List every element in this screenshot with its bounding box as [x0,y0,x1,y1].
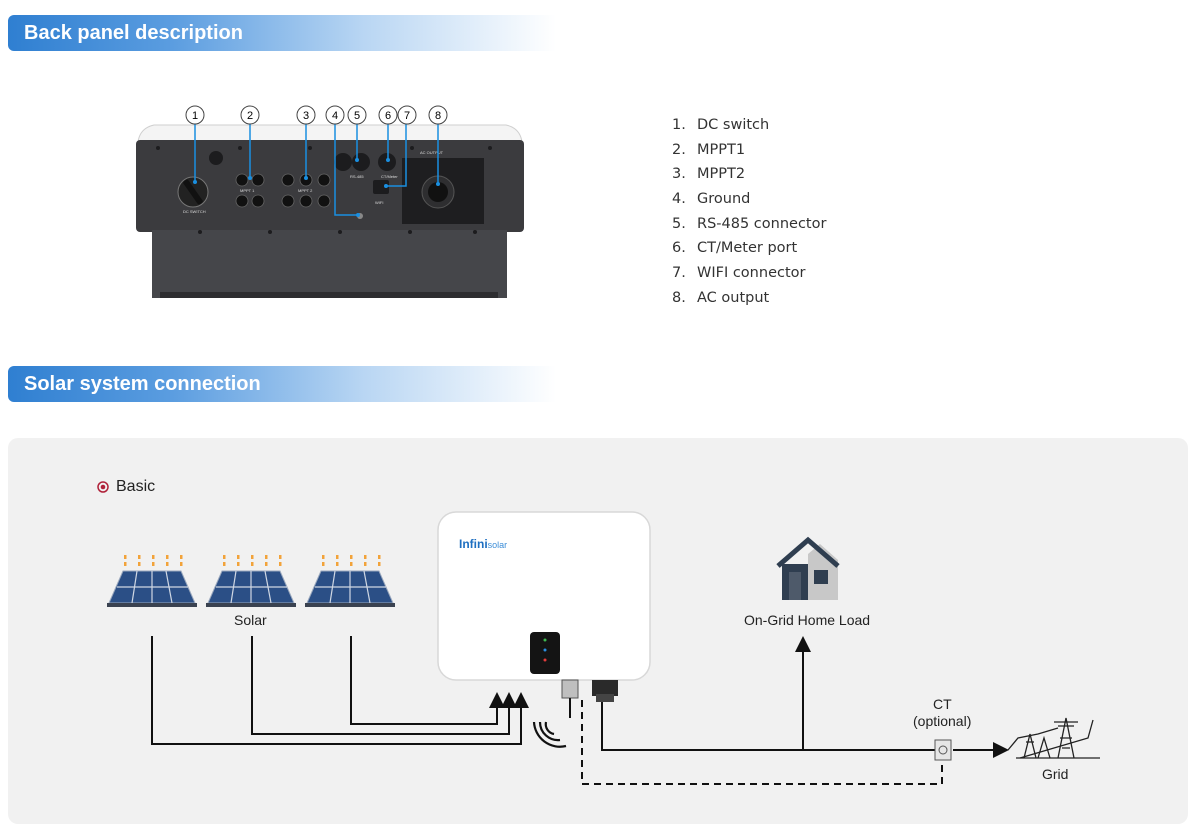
callout-1: 1 [192,110,198,122]
house-icon [776,536,840,600]
callout-6: 6 [385,110,391,122]
legend-item: 5.RS-485 connector [672,215,827,232]
legend-item: 1.DC switch [672,117,770,133]
dc-lines [151,636,529,745]
callout-7: 7 [404,110,410,122]
ct-sensor-icon [934,739,952,761]
panel-label-dc: DC SWITCH [183,209,206,214]
solar-panel-1 [106,555,198,608]
panel-label-ac: AC OUTPUT [420,150,444,155]
wifi-icon [532,721,567,748]
section-header-solar-connection: Solar system connection [8,366,556,402]
callout-5: 5 [354,110,360,122]
connection-diagram: Infinisolar [97,481,1100,785]
panel-label-mppt2: MPPT 2 [298,188,313,193]
ct-optional-label: (optional) [913,713,972,729]
back-panel-legend: 1.DC switch 2.MPPT1 3.MPPT2 4.Ground 5.R… [672,113,826,311]
callout-4: 4 [332,110,338,122]
grid-tower-icon [1007,717,1100,759]
callout-8: 8 [435,110,441,122]
panel-label-ct: CT/Meter [381,174,398,179]
panel-label-mppt1: MPPT 1 [240,188,255,193]
panel-label-rs485: RS-485 [350,174,364,179]
legend-item: 2.MPPT1 [672,141,746,158]
grid-label: Grid [1042,766,1069,782]
rs485-port [334,153,352,171]
ct-label: CT [933,696,952,712]
legend-item: 7.WIFI connector [672,265,806,282]
inverter-display [530,632,560,674]
section-title: Solar system connection [24,373,261,395]
section-header-back-panel: Back panel description [8,15,556,51]
home-load-label: On-Grid Home Load [744,612,871,628]
legend-item: 8.AC output [672,289,770,306]
ac-lines [601,636,1009,758]
panel-lower-body [152,230,507,298]
panel-label-wifi: WIFI [375,200,383,205]
inverter-unit: Infinisolar [437,511,651,702]
brand-logo: Infinisolar [459,537,507,551]
callout-3: 3 [303,110,309,122]
callout-2: 2 [247,110,253,122]
section-title: Back panel description [24,22,243,44]
callout-lines [194,124,439,216]
mode-radio-icon [97,481,109,493]
legend-item: 4.Ground [672,191,751,208]
mode-label: Basic [116,478,156,495]
solar-panel-2 [205,555,297,608]
wifi-port [373,180,389,194]
back-panel-illustration: DC SWITCH MPPT 1 MPPT 2 RS-485 CT/Meter … [136,105,524,298]
ct-dashed-line [581,700,943,785]
mppt1-connectors [235,173,265,208]
solar-label: Solar [234,612,267,628]
ct-port [378,153,396,171]
legend-item: 3.MPPT2 [672,166,746,183]
connection-diagram-box: Infinisolar [8,438,1188,824]
legend-item: 6.CT/Meter port [672,240,798,257]
inverter-back-panel: DC SWITCH MPPT 1 MPPT 2 RS-485 CT/Meter … [130,100,530,310]
mppt2-connectors [281,173,331,208]
solar-panel-3 [304,555,396,608]
